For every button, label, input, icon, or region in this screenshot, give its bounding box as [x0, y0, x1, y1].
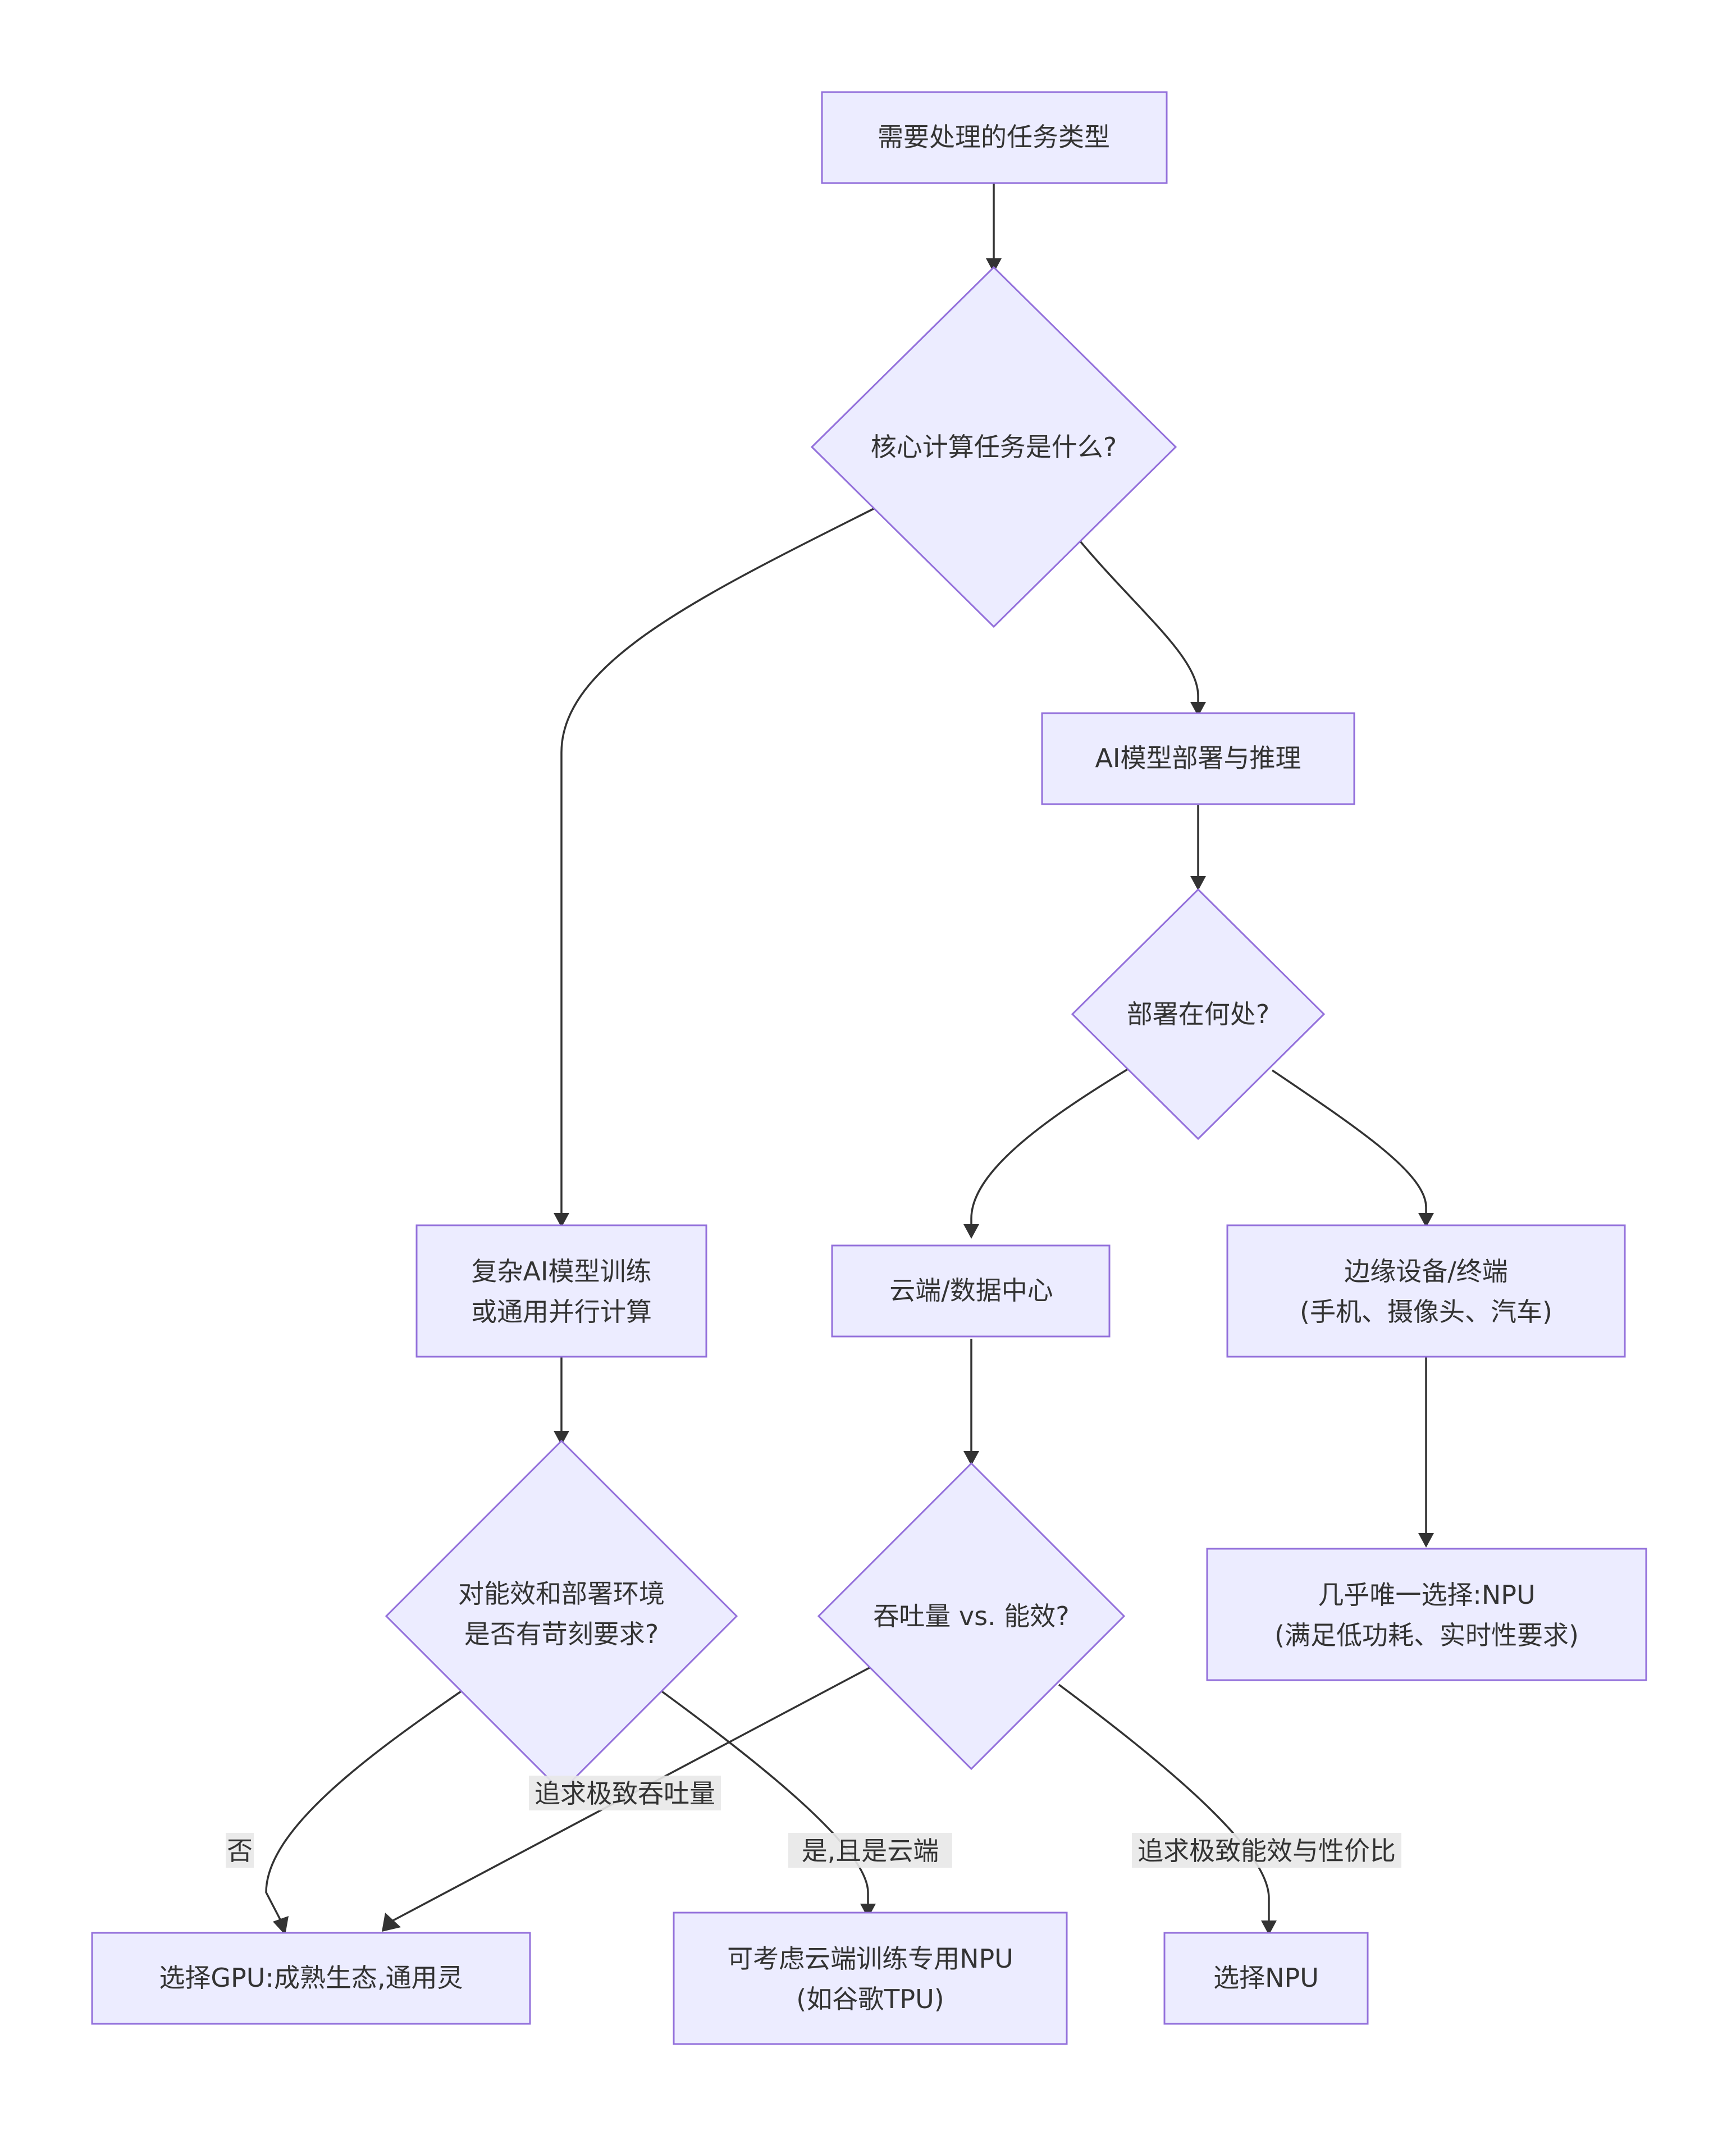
- node-cloud-npu[interactable]: 可考虑云端训练专用NPU (如谷歌TPU): [673, 1912, 1068, 2045]
- node-complex-train[interactable]: 复杂AI模型训练 或通用并行计算: [415, 1224, 707, 1358]
- node-complex-train-line-2: 或通用并行计算: [471, 1297, 652, 1327]
- node-edge-device[interactable]: 边缘设备/终端 (手机、摄像头、汽车): [1226, 1224, 1626, 1358]
- arrowhead: [273, 1916, 289, 1935]
- node-edge-device-line-1: 边缘设备/终端: [1344, 1256, 1508, 1287]
- node-edge-device-line-2: (手机、摄像头、汽车): [1300, 1297, 1552, 1327]
- node-npu-line-1: 选择NPU: [1213, 1963, 1319, 1993]
- decision-strict-req-line-1: 对能效和部署环境: [458, 1579, 665, 1609]
- decision-throughput-line-1: 吞吐量 vs. 能效?: [873, 1601, 1069, 1631]
- arrowhead: [1190, 876, 1206, 891]
- decision-core-task[interactable]: 核心计算任务是什么?: [810, 266, 1177, 628]
- decision-core-task-line-1: 核心计算任务是什么?: [871, 432, 1117, 462]
- edge-where-to-edge: [1272, 1069, 1427, 1213]
- arrowhead: [554, 1213, 569, 1228]
- edge-label-yes-cloud-text: 是,且是云端: [802, 1836, 939, 1866]
- arrowhead: [382, 1913, 401, 1932]
- node-gpu-line-1: 选择GPU:成熟生态,通用灵: [159, 1963, 463, 1993]
- node-gpu[interactable]: 选择GPU:成熟生态,通用灵: [91, 1932, 531, 2025]
- edge-core-to-ai: [1079, 540, 1199, 702]
- node-start-line-1: 需要处理的任务类型: [878, 122, 1110, 152]
- edge-label-max-throughput: 追求极致吞吐量: [529, 1776, 721, 1810]
- node-cloud-npu-line-2: (如谷歌TPU): [796, 1984, 944, 2014]
- decision-strict-req[interactable]: 对能效和部署环境 是否有苛刻要求?: [385, 1439, 738, 1793]
- node-complex-train-line-1: 复杂AI模型训练: [471, 1256, 651, 1287]
- edge-label-max-efficiency-text: 追求极致能效与性价比: [1137, 1836, 1396, 1866]
- edge-label-max-throughput-text: 追求极致吞吐量: [534, 1778, 715, 1809]
- arrowhead: [1418, 1213, 1434, 1228]
- edge-core-to-complex: [560, 508, 874, 1213]
- decision-where-line-1: 部署在何处?: [1127, 999, 1269, 1029]
- arrowhead: [963, 1451, 979, 1466]
- arrowhead: [1261, 1920, 1277, 1935]
- edge-throughput-to-npu: [1058, 1684, 1270, 1920]
- edge-label-no-text: 否: [227, 1836, 253, 1866]
- edge-label-max-efficiency: 追求极致能效与性价比: [1132, 1833, 1401, 1868]
- arrowhead: [986, 258, 1002, 273]
- node-cloud-npu-line-1: 可考虑云端训练专用NPU: [727, 1944, 1013, 1974]
- node-npu-only[interactable]: 几乎唯一选择:NPU (满足低功耗、实时性要求): [1206, 1548, 1647, 1681]
- edge-label-yes-cloud: 是,且是云端: [788, 1833, 952, 1868]
- node-ai-deploy[interactable]: AI模型部署与推理: [1041, 712, 1355, 805]
- node-cloud-dc[interactable]: 云端/数据中心: [831, 1244, 1111, 1338]
- node-ai-deploy-line-1: AI模型部署与推理: [1095, 743, 1301, 773]
- arrowhead: [1190, 702, 1206, 717]
- node-npu-only-line-1: 几乎唯一选择:NPU: [1318, 1580, 1535, 1610]
- edge-where-to-cloud: [970, 1067, 1130, 1224]
- edge-strict-to-cloudnpu: [659, 1689, 869, 1904]
- edge-label-no: 否: [226, 1833, 254, 1868]
- node-cloud-dc-line-1: 云端/数据中心: [889, 1275, 1053, 1306]
- arrowhead: [1418, 1533, 1434, 1548]
- arrowhead: [860, 1904, 876, 1918]
- node-npu-only-line-2: (满足低功耗、实时性要求): [1274, 1620, 1579, 1650]
- decision-strict-req-line-2: 是否有苛刻要求?: [464, 1619, 659, 1649]
- node-start[interactable]: 需要处理的任务类型: [821, 91, 1168, 184]
- edge-strict-to-gpu: [265, 1689, 463, 1921]
- decision-where[interactable]: 部署在何处?: [1071, 888, 1326, 1141]
- node-npu[interactable]: 选择NPU: [1163, 1932, 1369, 2025]
- decision-throughput[interactable]: 吞吐量 vs. 能效?: [817, 1462, 1126, 1771]
- arrowhead: [963, 1224, 979, 1239]
- arrowhead: [554, 1431, 569, 1445]
